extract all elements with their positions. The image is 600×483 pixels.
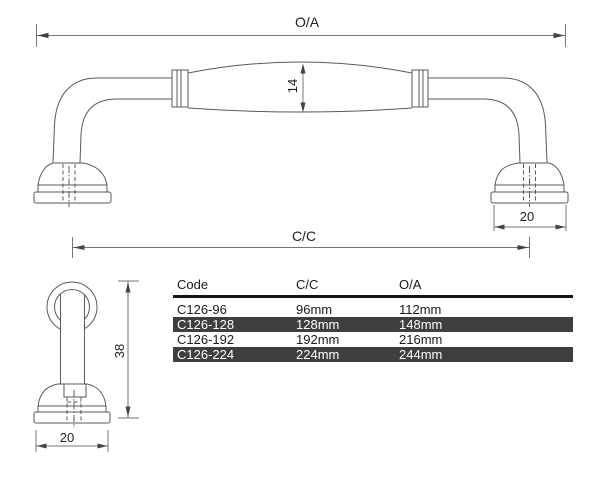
foot-width-label-front: 20 bbox=[519, 209, 535, 224]
cell-cc: 96mm bbox=[296, 302, 333, 317]
left-foot bbox=[33, 162, 112, 207]
cell-cc: 192mm bbox=[296, 332, 340, 347]
grip-top-curve bbox=[187, 61, 413, 74]
cell-oa: 216mm bbox=[399, 332, 443, 347]
grip-diameter-label: 14 bbox=[285, 78, 300, 94]
cell-code: C126-224 bbox=[177, 347, 235, 362]
cell-code: C126-192 bbox=[177, 332, 235, 347]
header-oa: O/A bbox=[399, 277, 422, 292]
cell-cc: 128mm bbox=[296, 317, 340, 332]
table-row: C126-192 192mm 216mm bbox=[173, 332, 573, 347]
left-collar bbox=[171, 69, 189, 108]
left-arm-outer bbox=[52, 77, 172, 164]
right-foot bbox=[490, 162, 569, 207]
cc-dimension bbox=[72, 237, 530, 258]
side-foot-width-label: 20 bbox=[59, 430, 75, 445]
handle-side-view bbox=[33, 281, 111, 428]
cc-dimension-label: C/C bbox=[291, 228, 317, 244]
right-arm-outer bbox=[428, 77, 548, 164]
side-dimension-38 bbox=[118, 280, 139, 419]
cell-cc: 224mm bbox=[296, 347, 340, 362]
cell-code: C126-96 bbox=[177, 302, 227, 317]
oa-dimension-label: O/A bbox=[294, 14, 320, 30]
handle-front-view bbox=[33, 61, 569, 207]
spec-table-body: C126-96 96mm 112mm C126-128 128mm 148mm … bbox=[173, 302, 573, 362]
size-spec-table: Code C/C O/A C126-96 96mm 112mm C126-128… bbox=[173, 277, 573, 362]
grip-bottom-curve bbox=[187, 107, 413, 113]
right-arm-inner bbox=[428, 98, 521, 164]
header-cc: C/C bbox=[296, 277, 319, 292]
table-row-highlighted: C126-128 128mm 148mm bbox=[173, 317, 573, 332]
foot-dimension-20-front bbox=[493, 205, 567, 231]
cell-oa: 112mm bbox=[399, 302, 442, 317]
spec-table-header: Code C/C O/A bbox=[173, 277, 573, 298]
table-row: C126-96 96mm 112mm bbox=[173, 302, 573, 317]
cell-oa: 244mm bbox=[399, 347, 443, 362]
right-collar bbox=[411, 69, 429, 108]
table-row-highlighted: C126-224 224mm 244mm bbox=[173, 347, 573, 362]
oa-dimension bbox=[36, 24, 566, 47]
cell-oa: 148mm bbox=[399, 317, 443, 332]
side-dimension-20 bbox=[35, 430, 109, 452]
header-code: Code bbox=[177, 277, 209, 292]
side-height-label: 38 bbox=[112, 343, 127, 359]
left-arm-inner bbox=[79, 98, 172, 164]
grip-dimension-14 bbox=[300, 63, 306, 113]
cell-code: C126-128 bbox=[177, 317, 235, 332]
